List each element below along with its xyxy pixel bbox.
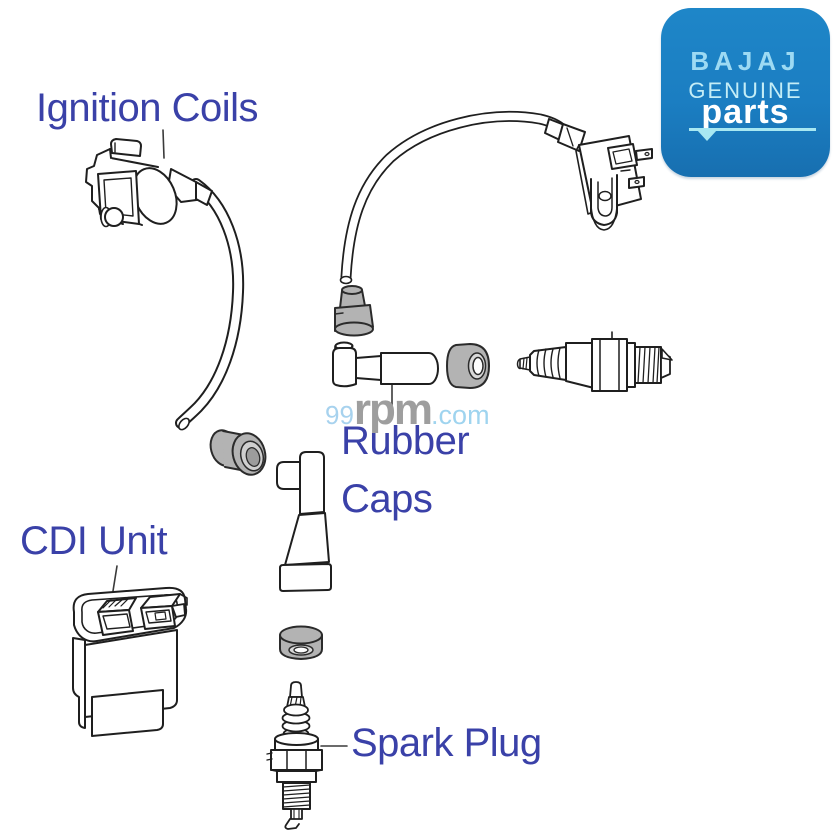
ignition-coil-left-drawing bbox=[85, 138, 245, 431]
logo-brand-text: BAJAJ bbox=[690, 46, 801, 76]
rubber-caps-label-line1: Rubber bbox=[341, 419, 470, 463]
watermark-dotcom: .com bbox=[431, 400, 490, 430]
spark-plug-label: Spark Plug bbox=[351, 721, 542, 765]
rubber-grommet-side-drawing bbox=[446, 343, 490, 389]
leader-lines bbox=[112, 129, 393, 747]
cdi-unit-drawing bbox=[72, 586, 188, 737]
ignition-coil-right-drawing bbox=[339, 111, 653, 285]
logo-genuine-text: GENUINE bbox=[688, 78, 803, 103]
watermark-99: 99 bbox=[325, 400, 354, 430]
spark-plug-side-drawing bbox=[516, 331, 673, 392]
rubber-grommet-upright-drawing bbox=[279, 625, 323, 660]
logo-chevron-down-icon bbox=[697, 130, 717, 141]
cdi-unit-label: CDI Unit bbox=[20, 519, 168, 563]
logo-parts-text: parts bbox=[701, 93, 790, 131]
watermark-rpm: rpm bbox=[353, 385, 433, 434]
spark-plug-upright-drawing bbox=[266, 681, 323, 830]
rubber-lead-cap-right-drawing bbox=[334, 285, 374, 337]
spark-plug-cap-upright-drawing bbox=[276, 451, 332, 592]
rubber-lead-cap-left-drawing bbox=[209, 429, 267, 476]
logo-underline bbox=[689, 128, 816, 131]
spark-plug-cap-side-drawing bbox=[332, 341, 439, 388]
ignition-coils-label: Ignition Coils bbox=[36, 86, 259, 130]
rubber-caps-label-line2: Caps bbox=[341, 477, 433, 521]
bajaj-genuine-parts-logo: BAJAJ GENUINE parts bbox=[661, 8, 830, 177]
